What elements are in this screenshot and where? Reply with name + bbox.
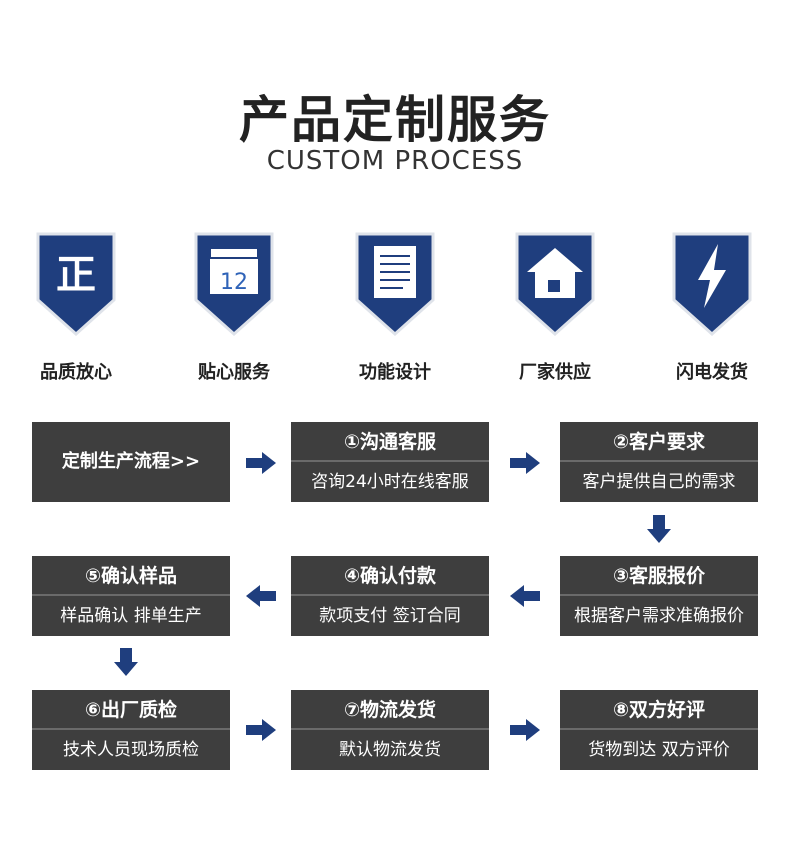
process-step-7: ⑦物流发货 默认物流发货 (291, 690, 489, 770)
arrow-right-icon (246, 452, 276, 474)
arrow-down-icon (114, 648, 138, 676)
arrow-left-icon (510, 585, 540, 607)
process-start-label: 定制生产流程>> (61, 451, 201, 472)
feature-design: 功能设计 (335, 232, 455, 384)
feature-label: 品质放心 (40, 362, 112, 383)
arrow-left-icon (246, 585, 276, 607)
step-description: 咨询24小时在线客服 (311, 472, 469, 492)
page-subtitle: CUSTOM PROCESS (266, 146, 524, 176)
step-description: 样品确认 排单生产 (60, 606, 202, 626)
step-title: ③客服报价 (560, 556, 758, 596)
feature-factory: 厂家供应 (495, 232, 615, 384)
document-icon (355, 232, 435, 336)
feature-fast-shipping: 闪电发货 (652, 232, 772, 384)
house-icon (515, 232, 595, 336)
step-title: ⑦物流发货 (291, 690, 489, 730)
step-title: ⑧双方好评 (560, 690, 758, 730)
step-description: 货物到达 双方评价 (588, 740, 730, 760)
process-step-8: ⑧双方好评 货物到达 双方评价 (560, 690, 758, 770)
step-title: ⑥出厂质检 (32, 690, 230, 730)
step-description: 根据客户需求准确报价 (574, 606, 744, 626)
step-title: ⑤确认样品 (32, 556, 230, 596)
step-description: 技术人员现场质检 (63, 740, 199, 760)
arrow-right-icon (510, 719, 540, 741)
svg-text:12: 12 (220, 270, 248, 295)
arrow-right-icon (246, 719, 276, 741)
feature-service: 12 贴心服务 (174, 232, 294, 384)
calendar-icon: 12 (194, 232, 274, 336)
process-step-5: ⑤确认样品 样品确认 排单生产 (32, 556, 230, 636)
feature-label: 贴心服务 (198, 362, 270, 383)
process-step-1: ①沟通客服 咨询24小时在线客服 (291, 422, 489, 502)
lightning-icon (672, 232, 752, 336)
step-description: 默认物流发货 (339, 740, 441, 760)
process-step-4: ④确认付款 款项支付 签订合同 (291, 556, 489, 636)
feature-label: 功能设计 (359, 362, 431, 383)
process-step-2: ②客户要求 客户提供自己的需求 (560, 422, 758, 502)
process-step-6: ⑥出厂质检 技术人员现场质检 (32, 690, 230, 770)
process-start-box: 定制生产流程>> (32, 422, 230, 502)
step-title: ①沟通客服 (291, 422, 489, 462)
step-title: ②客户要求 (560, 422, 758, 462)
feature-label: 闪电发货 (676, 362, 748, 383)
step-description: 客户提供自己的需求 (582, 472, 736, 492)
arrow-right-icon (510, 452, 540, 474)
feature-label: 厂家供应 (519, 362, 591, 383)
step-title: ④确认付款 (291, 556, 489, 596)
page-title: 产品定制服务 (239, 91, 551, 149)
svg-text:正: 正 (56, 252, 96, 298)
arrow-down-icon (647, 515, 671, 543)
process-step-3: ③客服报价 根据客户需求准确报价 (560, 556, 758, 636)
step-description: 款项支付 签订合同 (319, 606, 461, 626)
feature-quality: 正 品质放心 (16, 232, 136, 384)
zheng-character-icon: 正 (36, 232, 116, 336)
